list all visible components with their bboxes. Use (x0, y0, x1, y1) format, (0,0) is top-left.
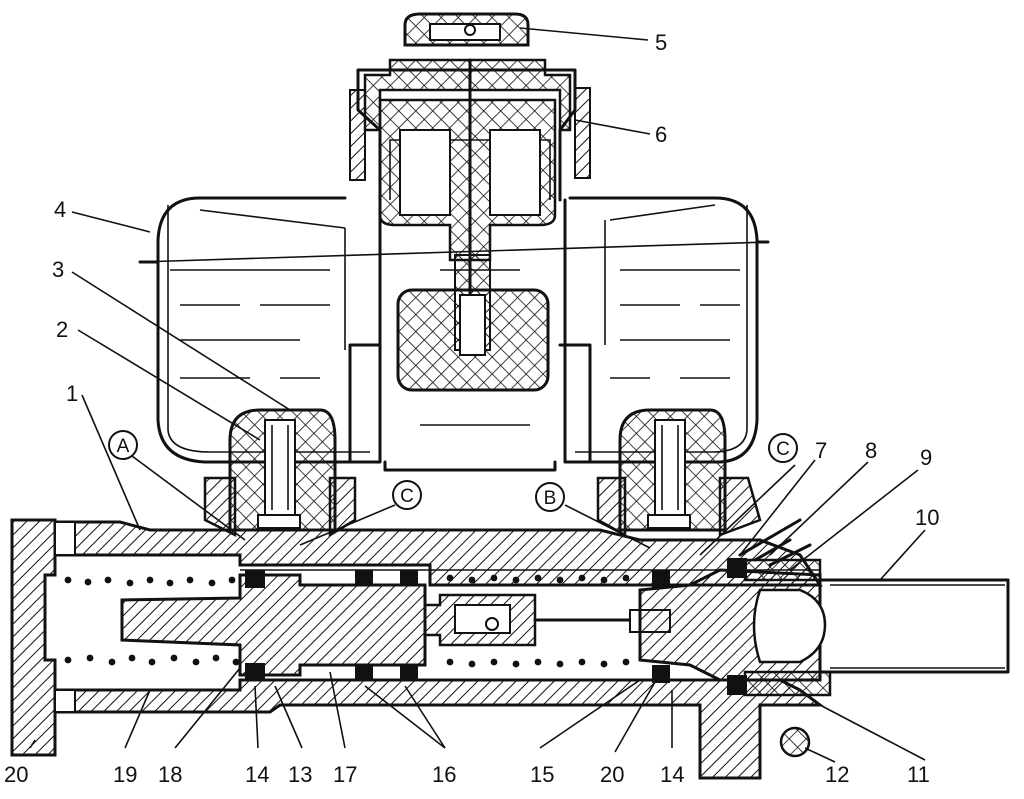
label-8: 8 (865, 438, 877, 463)
label-9: 9 (920, 445, 932, 470)
pushrod (818, 578, 1010, 674)
guide-bushing (738, 518, 832, 697)
secondary-spring (64, 576, 240, 666)
label-20: 20 (4, 762, 28, 787)
label-17: 17 (333, 762, 357, 787)
label-12: 12 (825, 762, 849, 787)
label-4: 4 (54, 197, 66, 222)
label-16: 16 (432, 762, 456, 787)
part-labels: 1 2 3 4 5 6 7 8 9 10 11 12 14 20 15 16 1… (4, 30, 939, 787)
o-ring (779, 726, 811, 758)
chamber-label-b: B (544, 488, 557, 509)
level-float (396, 58, 550, 392)
label-6: 6 (655, 122, 667, 147)
label-19: 19 (113, 762, 137, 787)
label-18: 18 (158, 762, 182, 787)
reservoir-plug-right (618, 408, 727, 532)
label-13-left: 13 (288, 762, 312, 787)
label-14-right: 20 (600, 762, 624, 787)
label-14-left: 14 (245, 762, 269, 787)
reservoir-bosses (203, 476, 762, 538)
chamber-marker-c-left: C (392, 480, 422, 510)
chamber-marker-a: A (108, 430, 138, 460)
end-plug (10, 518, 76, 757)
label-10: 10 (915, 505, 939, 530)
label-2: 2 (56, 317, 68, 342)
leader-lines (29, 27, 926, 763)
chamber-label-c-left: C (400, 486, 414, 507)
chamber-marker-b: B (535, 482, 565, 512)
label-7: 7 (815, 438, 827, 463)
reservoir-cap (349, 12, 591, 262)
reservoir-plug-left (228, 408, 337, 532)
secondary-piston (120, 570, 427, 681)
chamber-label-c-right: C (776, 439, 790, 460)
label-3: 3 (52, 257, 64, 282)
chamber-marker-c-right: C (768, 433, 798, 463)
label-15: 15 (530, 762, 554, 787)
label-13-right: 14 (660, 762, 684, 787)
label-11: 11 (907, 762, 930, 787)
label-5: 5 (655, 30, 667, 55)
primary-spring (446, 574, 630, 668)
chamber-label-a: A (117, 436, 130, 457)
label-1: 1 (66, 381, 78, 406)
spring-retainer (423, 593, 671, 647)
primary-piston (638, 558, 827, 695)
